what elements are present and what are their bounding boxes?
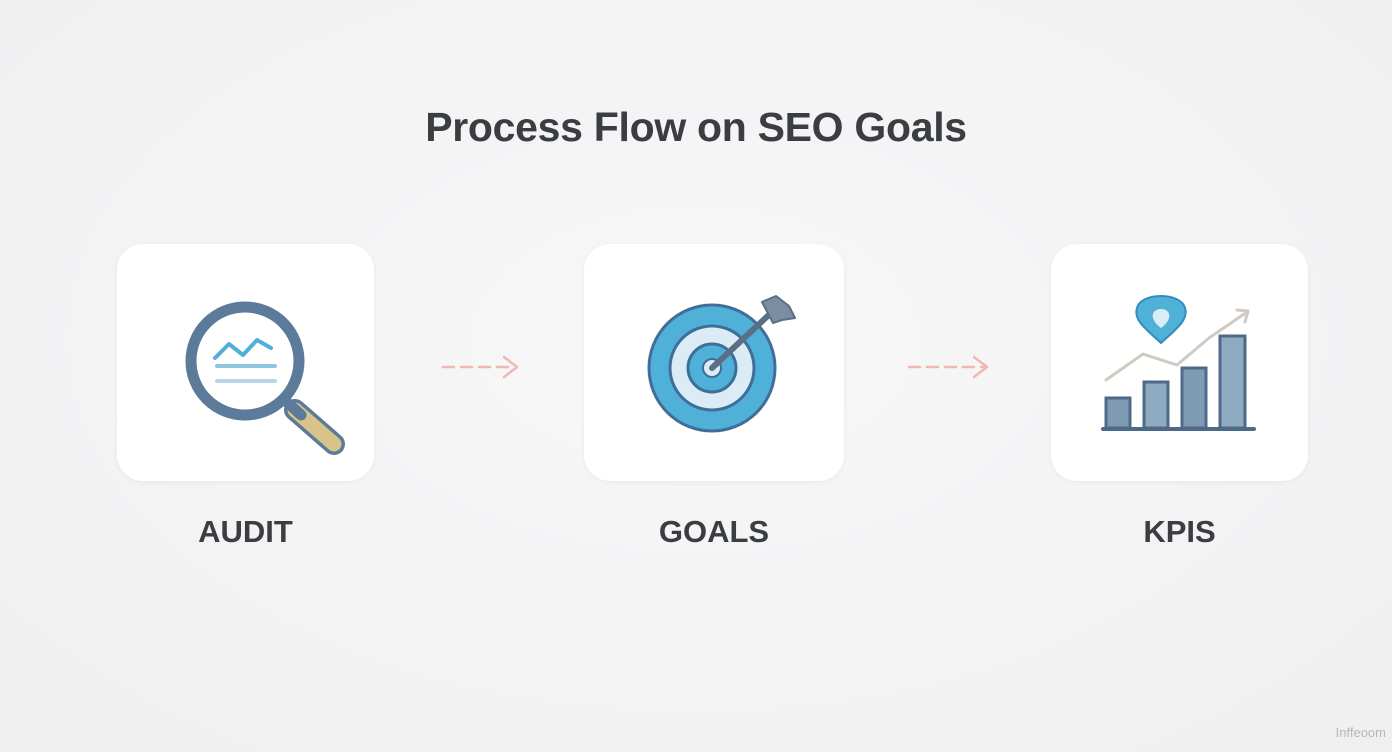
kpis-card [1051,244,1308,481]
step-label-goals: GOALS [658,514,770,549]
growth-bar-chart-icon [1101,295,1256,431]
flow-arrow [907,355,989,379]
flow-arrow [441,355,519,379]
audit-card [117,244,374,481]
diagram-title: Process Flow on SEO Goals [425,104,967,150]
step-label-kpis: KPIS [1143,514,1216,549]
step-label-audit: AUDIT [198,514,293,549]
watermark: Inffeoom [1335,725,1386,740]
magnifier-chart-icon [185,301,345,455]
target-arrow-icon [647,295,796,433]
goals-card [584,244,844,481]
